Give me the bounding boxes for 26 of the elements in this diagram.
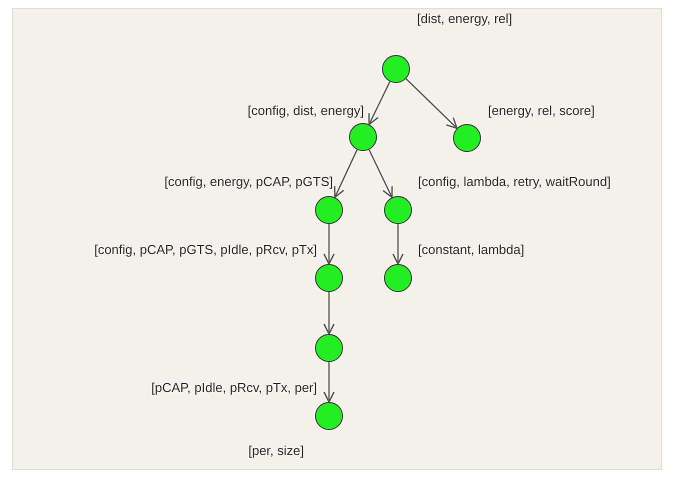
node-label: [constant, lambda] (418, 242, 524, 257)
arrow (323, 362, 335, 403)
tree-node-circle (384, 264, 412, 292)
arrow (323, 224, 335, 265)
tree-node-circle (315, 402, 343, 430)
tree-node-circle (453, 124, 481, 152)
arrow (406, 78, 458, 129)
tree-node-circle (315, 196, 343, 224)
tree-node-circle (315, 264, 343, 292)
node-label: [per, size] (248, 443, 304, 458)
node-label: [pCAP, pIdle, pRcv, pTx, per] (151, 380, 317, 395)
node-label: [config, lambda, retry, waitRound] (418, 174, 611, 189)
arrow (392, 224, 404, 265)
node-label: [config, dist, energy] (248, 103, 364, 118)
tree-node-circle (349, 123, 377, 151)
node-label: [config, energy, pCAP, pGTS] (164, 174, 333, 189)
arrow (368, 149, 393, 198)
tree-node-circle (384, 196, 412, 224)
tree-node-circle (382, 55, 410, 83)
node-label: [dist, energy, rel] (417, 11, 512, 26)
arrow (368, 81, 390, 126)
arrow (323, 292, 335, 335)
node-label: [config, pCAP, pGTS, pIdle, pRcv, pTx] (94, 242, 317, 257)
tree-node-circle (315, 334, 343, 362)
node-label: [energy, rel, score] (488, 103, 595, 118)
arrow (334, 149, 358, 198)
